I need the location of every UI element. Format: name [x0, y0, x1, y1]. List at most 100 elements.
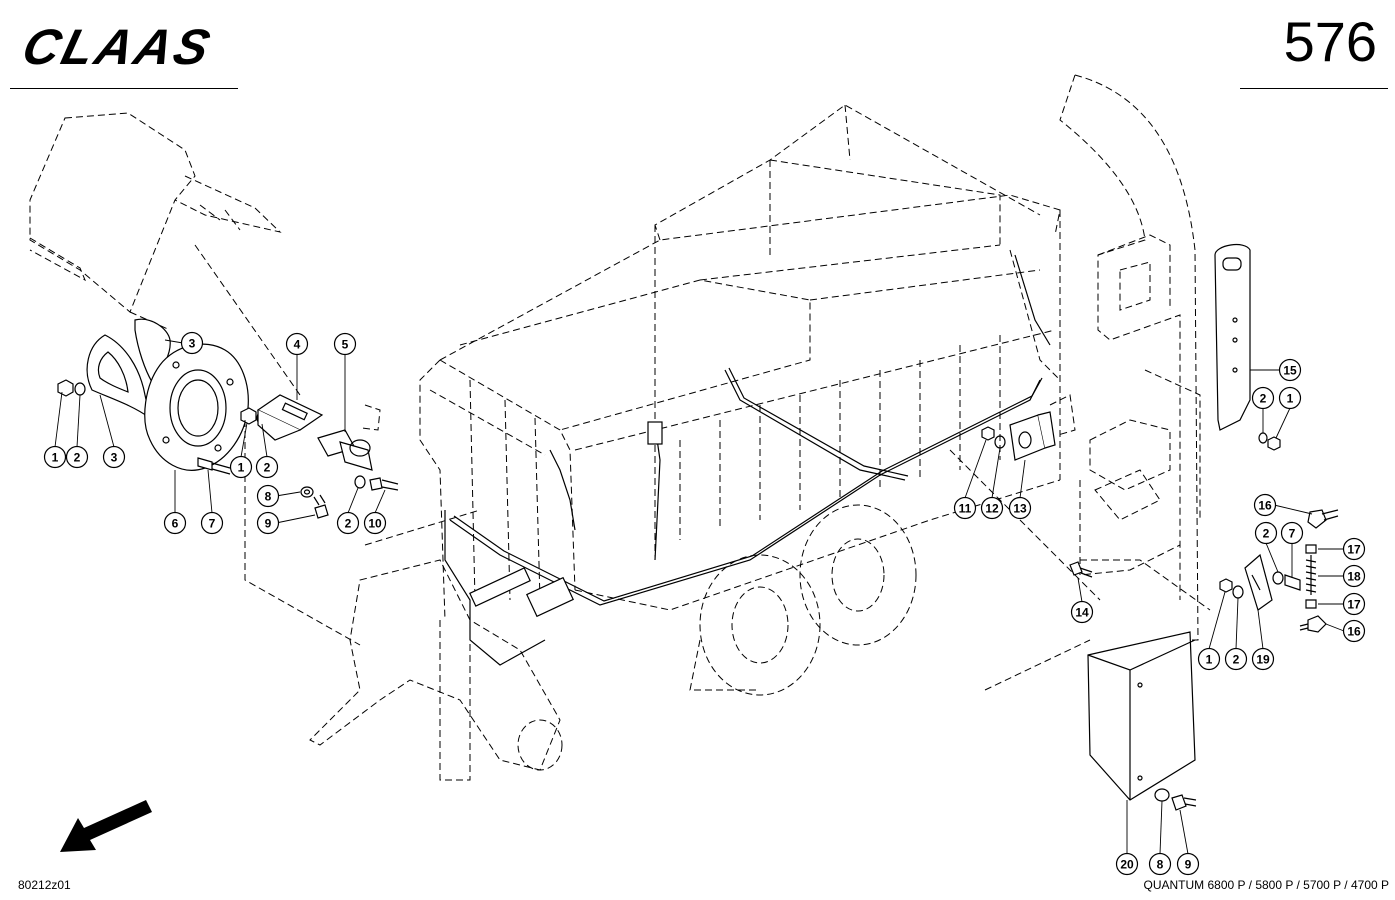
- callout-4: 4: [285, 332, 309, 356]
- callout-circle: [1176, 852, 1200, 876]
- rear-sensor-parts-11-13: [981, 394, 1076, 461]
- callout-label: 16: [1347, 625, 1361, 639]
- bolt-part-7: [197, 457, 231, 475]
- callout-label: 20: [1120, 858, 1134, 872]
- callout-label: 9: [1185, 858, 1192, 872]
- callout-label: 1: [238, 461, 245, 475]
- callout-circle: [333, 332, 357, 356]
- callout-circle: [1251, 647, 1275, 671]
- callout-16: 16: [1253, 493, 1277, 517]
- callout-label: 2: [74, 451, 81, 465]
- callout-3: 3: [180, 331, 204, 355]
- callout-circle: [1224, 647, 1248, 671]
- callout-circle: [1148, 852, 1172, 876]
- callout-label: 6: [172, 517, 179, 531]
- callout-circle: [1278, 358, 1302, 382]
- callout-7: 7: [1280, 521, 1304, 545]
- callout-1: 1: [43, 445, 67, 469]
- callout-label: 17: [1347, 598, 1361, 612]
- callout-label: 1: [1287, 392, 1294, 406]
- wiring-harness: [444, 254, 1051, 666]
- callout-label: 9: [265, 517, 272, 531]
- callout-label: 2: [345, 517, 352, 531]
- flange-part-6: [144, 343, 249, 471]
- callout-circle: [43, 445, 67, 469]
- callout-1: 1: [1197, 647, 1221, 671]
- callout-label: 13: [1013, 502, 1027, 516]
- callout-label: 14: [1075, 606, 1089, 620]
- washer-bolt-parts-8-9: [300, 486, 329, 519]
- callout-label: 10: [368, 517, 382, 531]
- callout-label: 2: [1233, 653, 1240, 667]
- loader-wagon-body: [309, 104, 1061, 781]
- callout-17: 17: [1342, 592, 1366, 616]
- callout-label: 2: [1263, 527, 1270, 541]
- callout-label: 3: [189, 337, 196, 351]
- callout-2: 2: [65, 445, 89, 469]
- callout-20: 20: [1115, 852, 1139, 876]
- callout-2: 2: [1254, 521, 1278, 545]
- callout-circle: [1253, 493, 1277, 517]
- callout-circle: [256, 511, 280, 535]
- callout-circle: [229, 455, 253, 479]
- callout-circle: [1254, 521, 1278, 545]
- callout-circle: [1251, 386, 1275, 410]
- callout-circle: [256, 484, 280, 508]
- callout-label: 8: [265, 490, 272, 504]
- callout-circle: [336, 511, 360, 535]
- callout-label: 17: [1347, 543, 1361, 557]
- callout-circle: [1070, 600, 1094, 624]
- rear-frame-outline: [1059, 74, 1211, 641]
- linkage-parts-16-19: [1219, 509, 1339, 633]
- callout-label: 15: [1283, 364, 1297, 378]
- callout-9: 9: [1176, 852, 1200, 876]
- callout-10: 10: [363, 511, 387, 535]
- callout-circle: [1342, 564, 1366, 588]
- hitch-housing-outline: [29, 112, 282, 331]
- callout-7: 7: [200, 511, 224, 535]
- callout-2: 2: [255, 455, 279, 479]
- callout-5: 5: [333, 332, 357, 356]
- callout-circle: [1342, 537, 1366, 561]
- bolt-part-14: [1069, 561, 1093, 578]
- callout-label: 1: [52, 451, 59, 465]
- callout-label: 18: [1347, 570, 1361, 584]
- callout-8: 8: [1148, 852, 1172, 876]
- callout-circle: [1008, 496, 1032, 520]
- callout-circle: [1278, 386, 1302, 410]
- callout-12: 12: [980, 496, 1004, 520]
- callout-2: 2: [1224, 647, 1248, 671]
- callout-2: 2: [336, 511, 360, 535]
- callout-8: 8: [256, 484, 280, 508]
- callout-label: 1: [1206, 653, 1213, 667]
- callout-11: 11: [953, 496, 977, 520]
- callout-circle: [1342, 619, 1366, 643]
- callout-19: 19: [1251, 647, 1275, 671]
- callout-circle: [200, 511, 224, 535]
- callout-circle: [180, 331, 204, 355]
- callout-circle: [102, 445, 126, 469]
- callout-label: 7: [1289, 527, 1296, 541]
- callout-18: 18: [1342, 564, 1366, 588]
- callout-circle: [1115, 852, 1139, 876]
- direction-arrow-icon: [60, 800, 152, 852]
- callout-label: 4: [294, 338, 301, 352]
- header-rule-left: [10, 88, 238, 89]
- callout-9: 9: [256, 511, 280, 535]
- callout-1: 1: [229, 455, 253, 479]
- callout-2: 2: [1251, 386, 1275, 410]
- header-rule-right: [1240, 88, 1388, 89]
- callout-label: 5: [342, 338, 349, 352]
- callout-14: 14: [1070, 600, 1094, 624]
- callout-16: 16: [1342, 619, 1366, 643]
- model-line: QUANTUM 6800 P / 5800 P / 5700 P / 4700 …: [1143, 878, 1389, 892]
- callout-circle: [163, 511, 187, 535]
- callout-circle: [1280, 521, 1304, 545]
- leader-lines: [54, 339, 1345, 855]
- speed-sensor-part-5: [317, 404, 399, 491]
- callout-circle: [363, 511, 387, 535]
- callout-circle: [980, 496, 1004, 520]
- callout-15: 15: [1278, 358, 1302, 382]
